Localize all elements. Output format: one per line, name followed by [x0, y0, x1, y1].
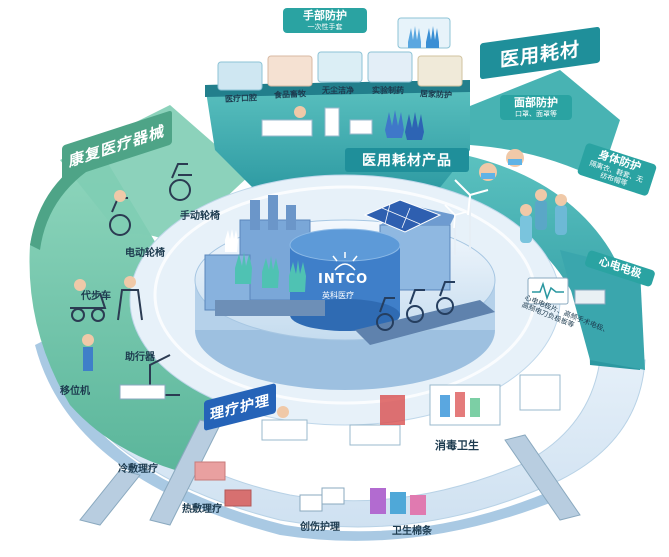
label-walker: 助行器 [125, 352, 155, 363]
physio-scene [261, 374, 561, 446]
glove-icon [408, 26, 421, 48]
glove-icon [225, 229, 238, 252]
glove-icon [426, 26, 439, 48]
glove-icon [262, 256, 279, 288]
glove-production-line [215, 229, 325, 316]
intco-logo-text: INTCO [318, 272, 369, 287]
solar-panels [363, 199, 442, 233]
hand-protection-subtitle: 一次性手套 [307, 22, 343, 31]
gowned-people [520, 189, 567, 243]
wheelchair-icon [436, 297, 454, 315]
ecg-device [527, 277, 606, 305]
walker-icon [117, 289, 143, 321]
label-lab-pharma: 实验制药 [372, 86, 404, 95]
glove-icon [405, 112, 424, 140]
label-cleanroom: 无尘洁净 [322, 86, 354, 95]
intco-logo-subtitle: 英科医疗 [322, 291, 354, 300]
hand-protection-scenes [217, 17, 463, 91]
hospital-scene [261, 106, 424, 140]
label-dental-medical: 医疗口腔 [224, 93, 258, 104]
wheelchair-icon [376, 313, 394, 331]
rehab-devices [70, 163, 192, 396]
wheelchair-icon [406, 305, 424, 323]
label-patient-lift: 移位机 [60, 386, 90, 397]
wheelchair-production-line [355, 281, 495, 345]
label-manual-wheelchair: 手动轮椅 [180, 211, 220, 222]
face-protection-subtitle: 口罩、面罩等 [515, 109, 557, 118]
label-home-protection: 居家防护 [419, 89, 453, 100]
hand-protection-tag: 手部防护 一次性手套 [283, 8, 367, 33]
label-wound-care: 创伤护理 [300, 522, 340, 533]
face-protection-title: 面部防护 [514, 96, 558, 109]
label-cold-therapy: 冷敷理疗 [118, 464, 158, 475]
label-scooter: 代步车 [81, 291, 111, 302]
intco-sun-mark [332, 252, 358, 271]
wind-turbines [444, 179, 489, 255]
label-disinfection: 消毒卫生 [435, 439, 479, 452]
hand-protection-title: 手部防护 [303, 9, 347, 22]
glove-icon [235, 252, 252, 284]
face-protection-tag: 面部防护 口罩、面罩等 [500, 95, 572, 120]
wheelchair-icon [169, 179, 191, 201]
rehab-people [74, 190, 166, 400]
label-tampon: 卫生棉条 [392, 526, 432, 537]
wheelchair-icon [109, 214, 131, 236]
care-products [194, 461, 426, 515]
label-hot-therapy: 热敷理疗 [182, 504, 222, 515]
label-electric-wheelchair: 电动轮椅 [125, 248, 165, 259]
glove-icon [289, 260, 306, 292]
consumables-product-banner: 医用耗材产品 [345, 148, 469, 172]
glove-icon [385, 110, 404, 138]
label-food-livestock: 食品畜牧 [273, 89, 307, 100]
